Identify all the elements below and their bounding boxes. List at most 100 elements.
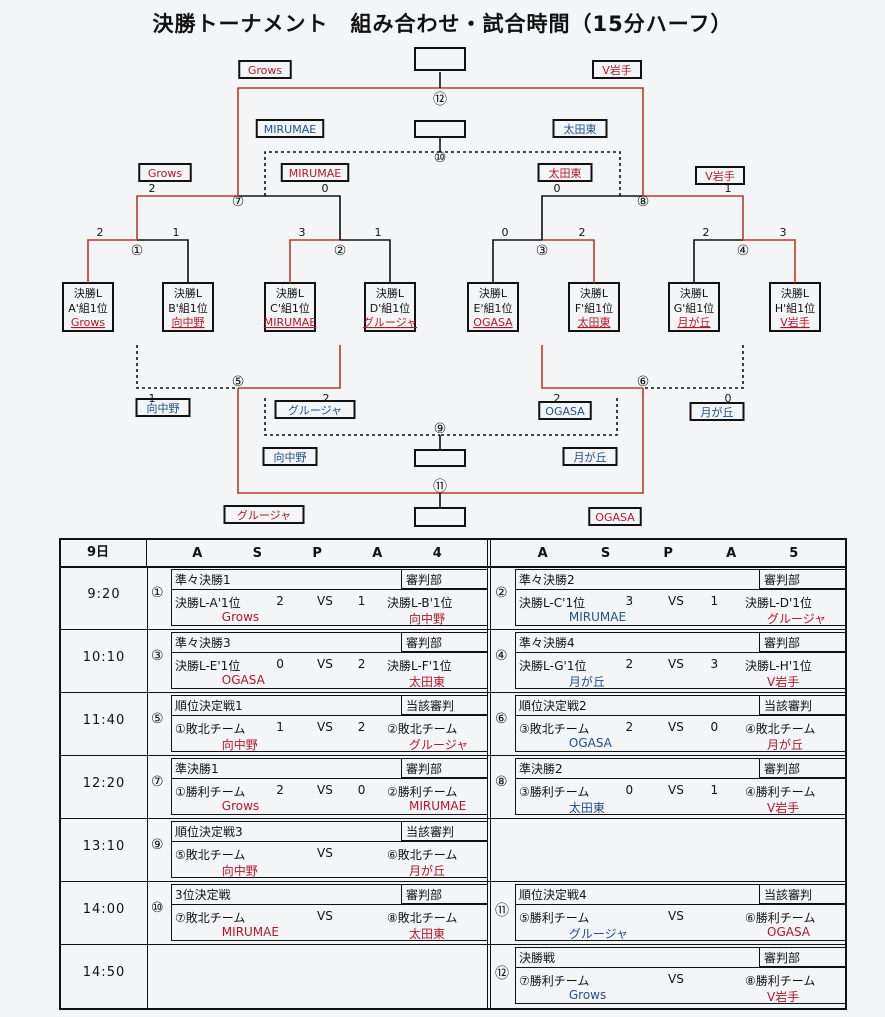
third-box xyxy=(414,120,466,138)
referee-label: 審判部 xyxy=(759,947,845,967)
third-team-label: 太田東 xyxy=(564,123,597,136)
score-label: 3 xyxy=(299,226,306,239)
score-label: 2 xyxy=(554,392,561,405)
team2-source: 決勝L-F'1位 xyxy=(387,659,452,673)
time-slot: 9:20 xyxy=(87,587,121,602)
team1-name: Grows xyxy=(221,610,260,624)
match-number: ⑥ xyxy=(495,711,508,727)
team1-score: 2 xyxy=(625,657,634,671)
match-number: ① xyxy=(131,243,144,259)
qf7-left xyxy=(136,195,238,240)
team1-score: 0 xyxy=(625,783,634,797)
venue-letter: A xyxy=(726,545,737,561)
team1-source: ①敗北チーム xyxy=(175,722,246,736)
match-frame xyxy=(171,884,487,941)
score-label: 2 xyxy=(703,226,710,239)
match-name: 準々決勝1 xyxy=(175,573,231,587)
referee-label: 当該審判 xyxy=(759,884,845,904)
p11-team-label: OGASA xyxy=(595,511,635,524)
team2-score: 2 xyxy=(357,657,366,671)
page-title: 決勝トーナメント 組み合わせ・試合時間（15分ハーフ） xyxy=(152,12,733,36)
slot-team: 月が丘 xyxy=(678,315,711,329)
team1-source: ③勝利チーム xyxy=(519,785,590,799)
vs-label: VS xyxy=(317,909,333,923)
venue-letter: S xyxy=(252,545,262,561)
team1-source: ⑦勝利チーム xyxy=(519,974,590,988)
time-column-divider xyxy=(147,566,148,1008)
placement-loser-label-frame xyxy=(538,401,592,420)
team1-score: 2 xyxy=(625,720,634,734)
slot-line2: A'組1位 xyxy=(68,301,108,315)
referee-label: 審判部 xyxy=(401,632,487,652)
team2-name: V岩手 xyxy=(767,801,800,815)
placement-loser-label-frame xyxy=(274,400,356,419)
slot-team: グルージャ xyxy=(363,315,417,329)
slot-line2: H'組1位 xyxy=(775,301,815,315)
team2-source: ④勝利チーム xyxy=(745,785,816,799)
team2-source: ⑧勝利チーム xyxy=(745,974,816,988)
match-underline xyxy=(171,652,487,653)
team2-source: ⑥敗北チーム xyxy=(387,848,458,862)
match-number: ⑧ xyxy=(637,194,650,210)
team2-score: 2 xyxy=(357,720,366,734)
team1-source: ①勝利チーム xyxy=(175,785,246,799)
venue-letter: S xyxy=(600,545,611,561)
qf-winner-label: Grows xyxy=(148,167,183,180)
match-underline xyxy=(171,841,487,842)
team1-source: ③敗北チーム xyxy=(519,722,590,736)
vs-label: VS xyxy=(668,594,684,608)
score-label: 0 xyxy=(554,182,561,195)
match-number: ⑦ xyxy=(232,194,245,210)
match-number: ⑦ xyxy=(151,774,164,790)
match-name: 順位決定戦2 xyxy=(519,699,587,713)
vs-label: VS xyxy=(668,909,684,923)
slot-line2: F'組1位 xyxy=(575,301,613,315)
slot-line2: B'組1位 xyxy=(168,301,208,315)
match-name: 順位決定戦4 xyxy=(519,888,587,902)
placement-loser-label: 月が丘 xyxy=(701,405,734,419)
match-name: 準決勝1 xyxy=(175,762,219,776)
team1-source: 決勝L-G'1位 xyxy=(519,659,587,673)
match-number: ④ xyxy=(737,243,750,259)
team1-score: 2 xyxy=(276,594,284,608)
team1-source: 決勝L-C'1位 xyxy=(519,596,586,610)
vs-label: VS xyxy=(317,783,333,797)
p9-left xyxy=(264,398,440,436)
vs-label: VS xyxy=(317,720,333,734)
team2-source: ⑥勝利チーム xyxy=(745,911,816,925)
p9-box xyxy=(414,449,466,467)
slot-team: 太田東 xyxy=(578,316,611,329)
match-frame xyxy=(515,947,845,1004)
placement-loser-label: グルージャ xyxy=(288,403,342,417)
slot-line1: 決勝L xyxy=(781,286,810,300)
qf-winner-label: 太田東 xyxy=(549,167,582,180)
slot-line2: D'組1位 xyxy=(370,301,411,315)
r1-right-line xyxy=(137,239,189,283)
slot-team: 向中野 xyxy=(172,315,205,329)
match-number: ⑪ xyxy=(433,479,447,495)
team1-name: Grows xyxy=(221,799,260,813)
slot-line1: 決勝L xyxy=(74,286,103,300)
p9-team-label: 月が丘 xyxy=(574,450,607,464)
match-underline xyxy=(171,904,487,905)
venue-letter: A xyxy=(192,545,203,561)
vs-label: VS xyxy=(317,846,333,860)
referee-label: 当該審判 xyxy=(759,695,845,715)
qf8-left xyxy=(541,195,643,240)
r1-left-line xyxy=(492,239,542,283)
match-number: ④ xyxy=(495,648,508,664)
team2-name: OGASA xyxy=(767,925,811,939)
match-frame xyxy=(171,758,487,815)
match-number: ① xyxy=(151,585,164,601)
referee-label: 審判部 xyxy=(759,758,845,778)
score-label: 2 xyxy=(149,182,156,195)
slot-team: OGASA xyxy=(473,316,513,329)
match-number: ⑤ xyxy=(232,374,245,390)
venue-letter: P xyxy=(312,545,322,561)
match-underline xyxy=(515,652,845,653)
team2-name: 太田東 xyxy=(409,927,446,941)
team1-name: 月が丘 xyxy=(568,675,605,689)
